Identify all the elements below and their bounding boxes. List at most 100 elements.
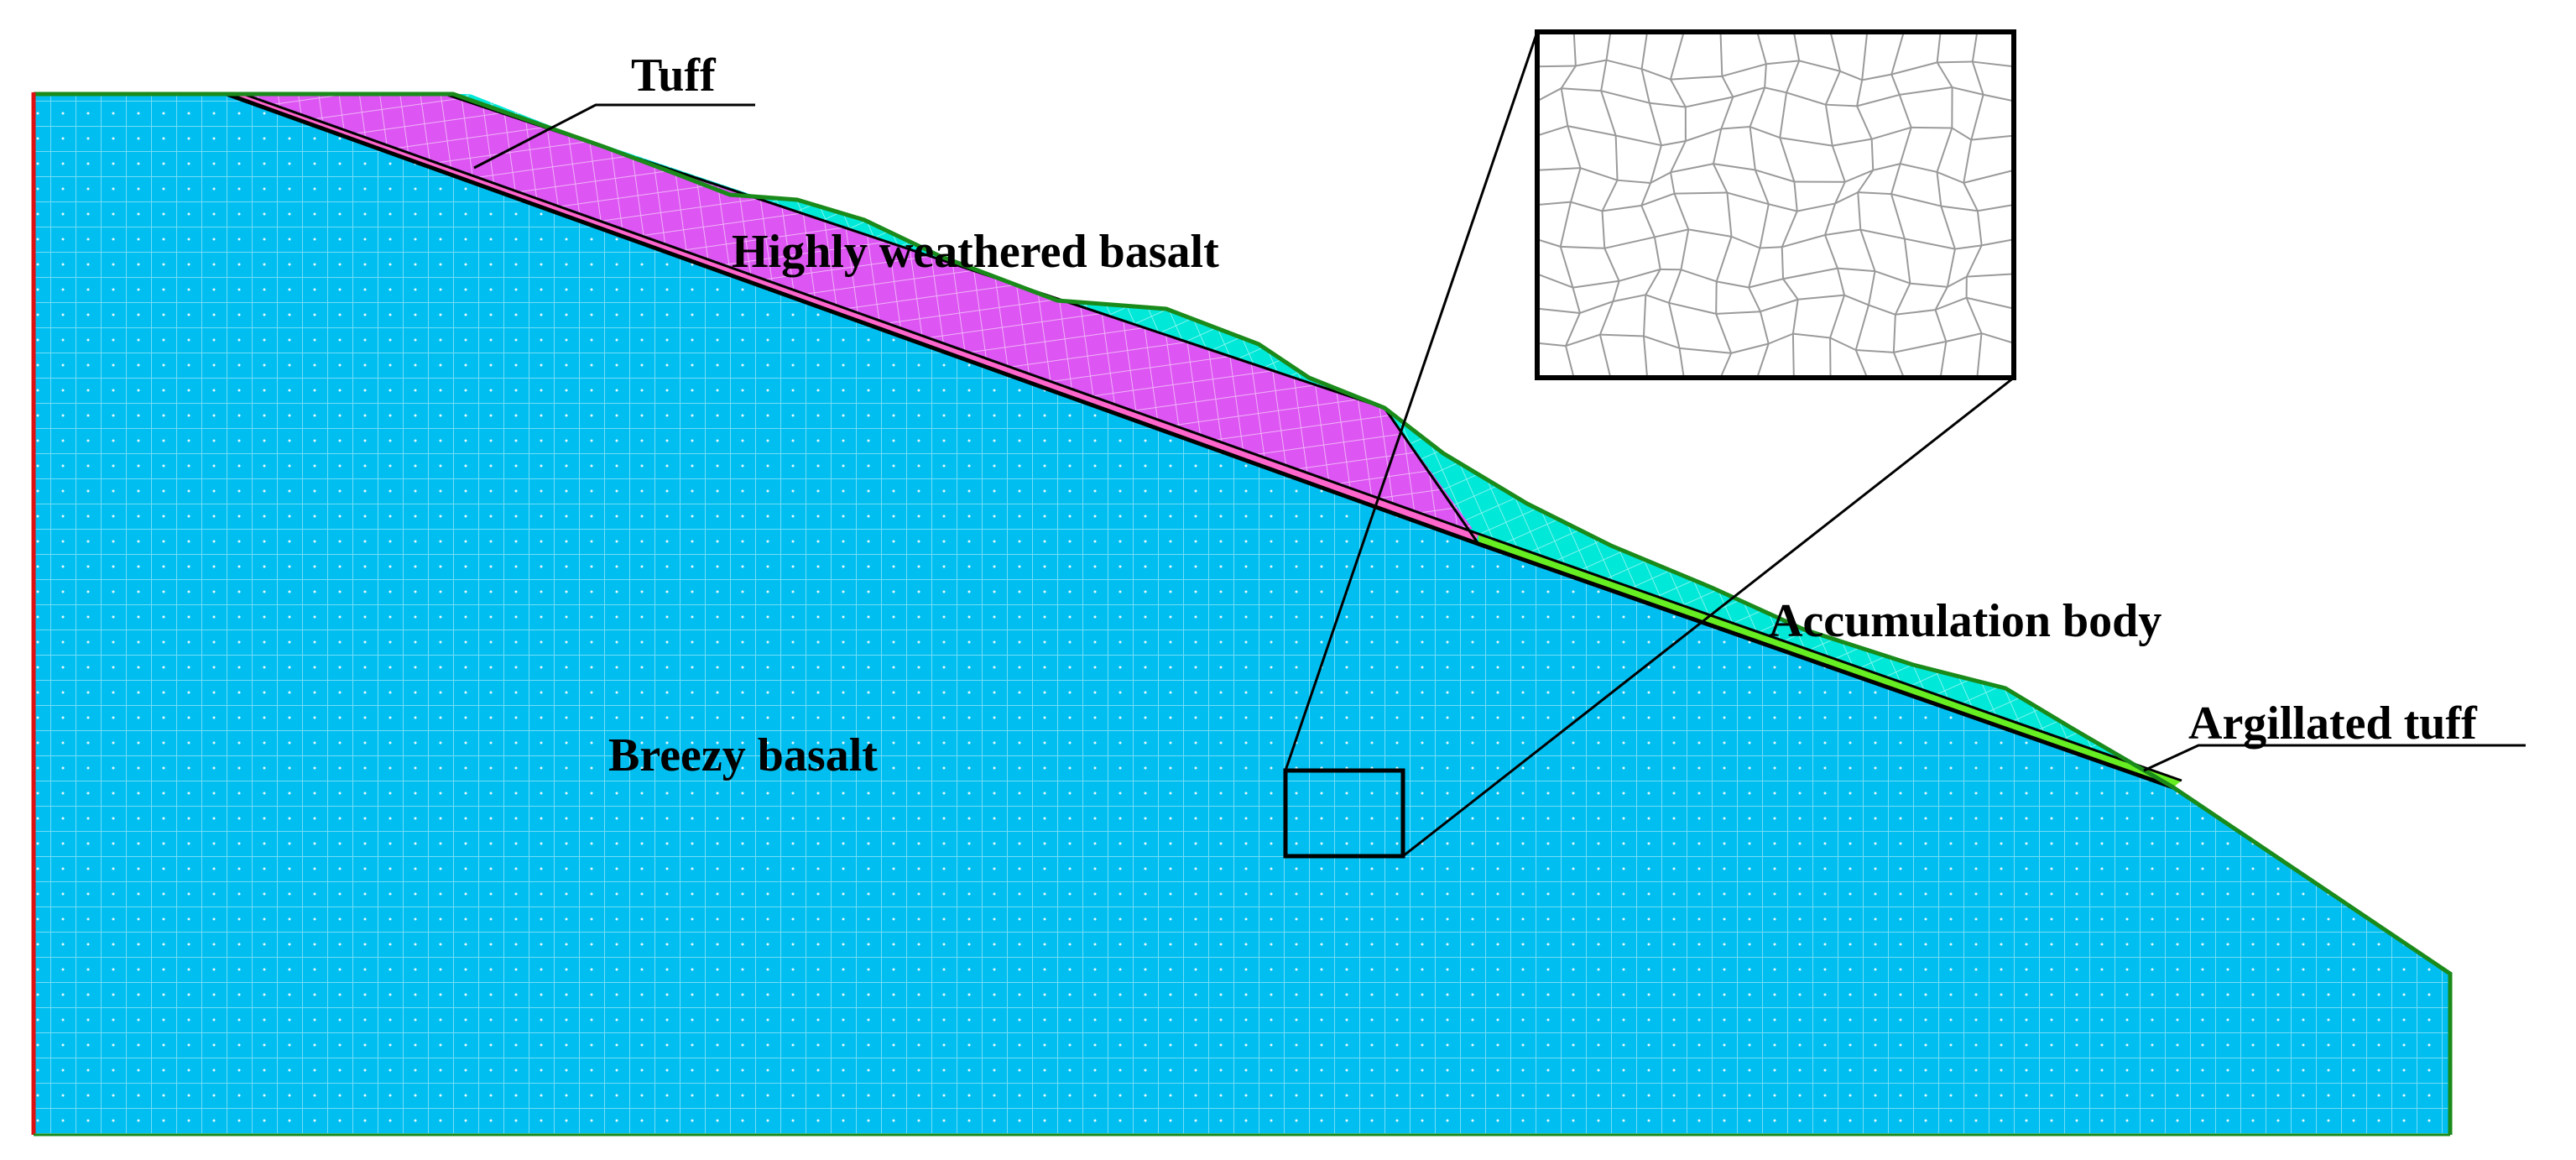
inset-mesh-edge (1570, 167, 1582, 202)
inset-background (1537, 32, 2014, 378)
inset-mesh-edge (1782, 267, 1838, 280)
inset-mesh-edge (1824, 234, 1838, 269)
inset-mesh-edge (1716, 311, 1760, 315)
inset-mesh-edge (1936, 32, 1942, 63)
inset-mesh-edge (1940, 206, 1956, 249)
inset-mesh-edge (1782, 278, 1799, 300)
inset-mesh-edge (1755, 169, 1795, 183)
inset-mesh-edge (1856, 80, 1864, 107)
inset-mesh-edge (1903, 238, 1911, 284)
inset-mesh-edge (1870, 138, 1875, 170)
inset-mesh-edge (1756, 343, 1770, 378)
inset-mesh-edge (1859, 229, 1876, 272)
inset-mesh-edge (1756, 32, 1767, 65)
inset-mesh-edge (1654, 228, 1689, 238)
inset-mesh-edge (1875, 270, 1911, 285)
inset-mesh-edge (1537, 307, 1581, 314)
label-breezy-basalt: Breezy basalt (608, 729, 878, 781)
inset-mesh-edge (1936, 171, 1942, 206)
inset-mesh-edge (1946, 248, 1956, 288)
inset-mesh-edge (1899, 86, 1953, 96)
inset-mesh-edge (1976, 211, 1983, 246)
inset-mesh-edge (1670, 75, 1723, 81)
inset-mesh-edge (1970, 94, 1984, 140)
inset-mesh-edge (1861, 32, 1869, 81)
inset-mesh-edge (1640, 182, 1651, 206)
inset-mesh-edge (1748, 248, 1761, 288)
inset-mesh-edge (1981, 332, 2014, 344)
inset-mesh-edge (1733, 86, 1765, 98)
inset-mesh-edge (1760, 246, 1782, 249)
inset-mesh-edge (1791, 333, 1795, 378)
label-tuff: Tuff (631, 50, 717, 102)
inset-mesh-edge (1670, 172, 1676, 194)
inset-mesh-edge (1537, 87, 1562, 102)
inset-mesh-edge (1832, 138, 1872, 147)
inset-mesh-edge (1599, 333, 1644, 337)
inset-mesh-edge (1685, 128, 1722, 142)
inset-mesh-edge (1966, 273, 2014, 278)
inset-mesh-edge (1572, 280, 1619, 289)
inset-mesh-edge (1834, 181, 1846, 204)
inset-mesh-edge (1781, 247, 1785, 280)
inset-mesh-edge (1721, 126, 1750, 130)
inset-mesh-edge (1793, 181, 1798, 212)
inset-mesh-edge (1715, 236, 1733, 282)
inset-mesh-edge (1786, 91, 1827, 106)
inset-mesh-edge (1834, 191, 1859, 205)
inset-mesh-edge (1890, 193, 1942, 207)
inset-mesh-edge (1796, 202, 1836, 212)
inset-mesh-edge (1668, 269, 1682, 304)
inset-mesh-edge (1719, 353, 1733, 378)
inset-mesh-edge (1667, 302, 1681, 349)
inset-mesh-edge (1971, 32, 1979, 62)
inset-mesh-edge (1560, 88, 1569, 127)
inset-mesh-edge (1934, 286, 1948, 311)
inset-mesh-edge (1868, 270, 1876, 306)
inset-mesh-edge (1936, 128, 1953, 173)
inset-mesh-edge (1898, 94, 1912, 128)
inset-mesh-edge (1679, 347, 1732, 354)
inset-mesh-edge (1954, 244, 1982, 250)
inset-mesh-edge (1731, 235, 1760, 249)
inset-mesh-edge (1976, 333, 1983, 378)
inset-mesh-edge (1715, 281, 1718, 314)
inset-mesh-edge (1641, 68, 1671, 81)
inset-mesh-edge (1892, 314, 1896, 353)
inset-mesh-edge (1966, 296, 2014, 310)
inset-mesh-edge (1604, 236, 1656, 249)
inset-mesh-edge (1600, 60, 1608, 91)
inset-mesh-edge (1601, 180, 1619, 212)
inset-mesh-edge (1715, 313, 1733, 354)
inset-mesh-edge (1719, 32, 1723, 76)
inset-mesh-edge (1768, 203, 1798, 212)
inset-mesh-edge (1843, 294, 1869, 306)
inset-mesh-edge (1871, 126, 1911, 140)
inset-mesh-edge (1831, 145, 1846, 183)
inset-mesh-edge (1642, 336, 1649, 378)
inset-mesh-edge (1890, 32, 1905, 75)
inset-mesh-edge (1600, 90, 1650, 104)
inset-mesh-edge (1759, 311, 1770, 344)
inset-mesh-edge (1972, 60, 2014, 68)
tuff-upper-interface (242, 92, 2182, 782)
inset-mesh-edge (1645, 269, 1661, 295)
inset-mesh-edge (1606, 59, 1642, 71)
inset-mesh-edge (1650, 144, 1662, 184)
inset-mesh-edge (1890, 74, 1901, 96)
inset-mesh-edge (1754, 170, 1770, 205)
inset-mesh-edge (1537, 167, 1581, 171)
inset-mesh-edge (1760, 298, 1799, 313)
zoomed-mesh-detail (1537, 32, 2014, 378)
inset-mesh-edge (1670, 79, 1687, 107)
inset-mesh-edge (1640, 205, 1656, 238)
inset-mesh-edge (1605, 32, 1612, 60)
inset-mesh-edge (1781, 234, 1826, 248)
inset-mesh-edge (1857, 170, 1875, 193)
label-argillated-tuff: Argillated tuff (2188, 698, 2478, 750)
inset-mesh-edge (1939, 341, 1948, 378)
inset-mesh-edge (1895, 309, 1936, 316)
inset-mesh-edge (1963, 182, 1979, 212)
inset-mesh-edge (1890, 61, 1937, 76)
